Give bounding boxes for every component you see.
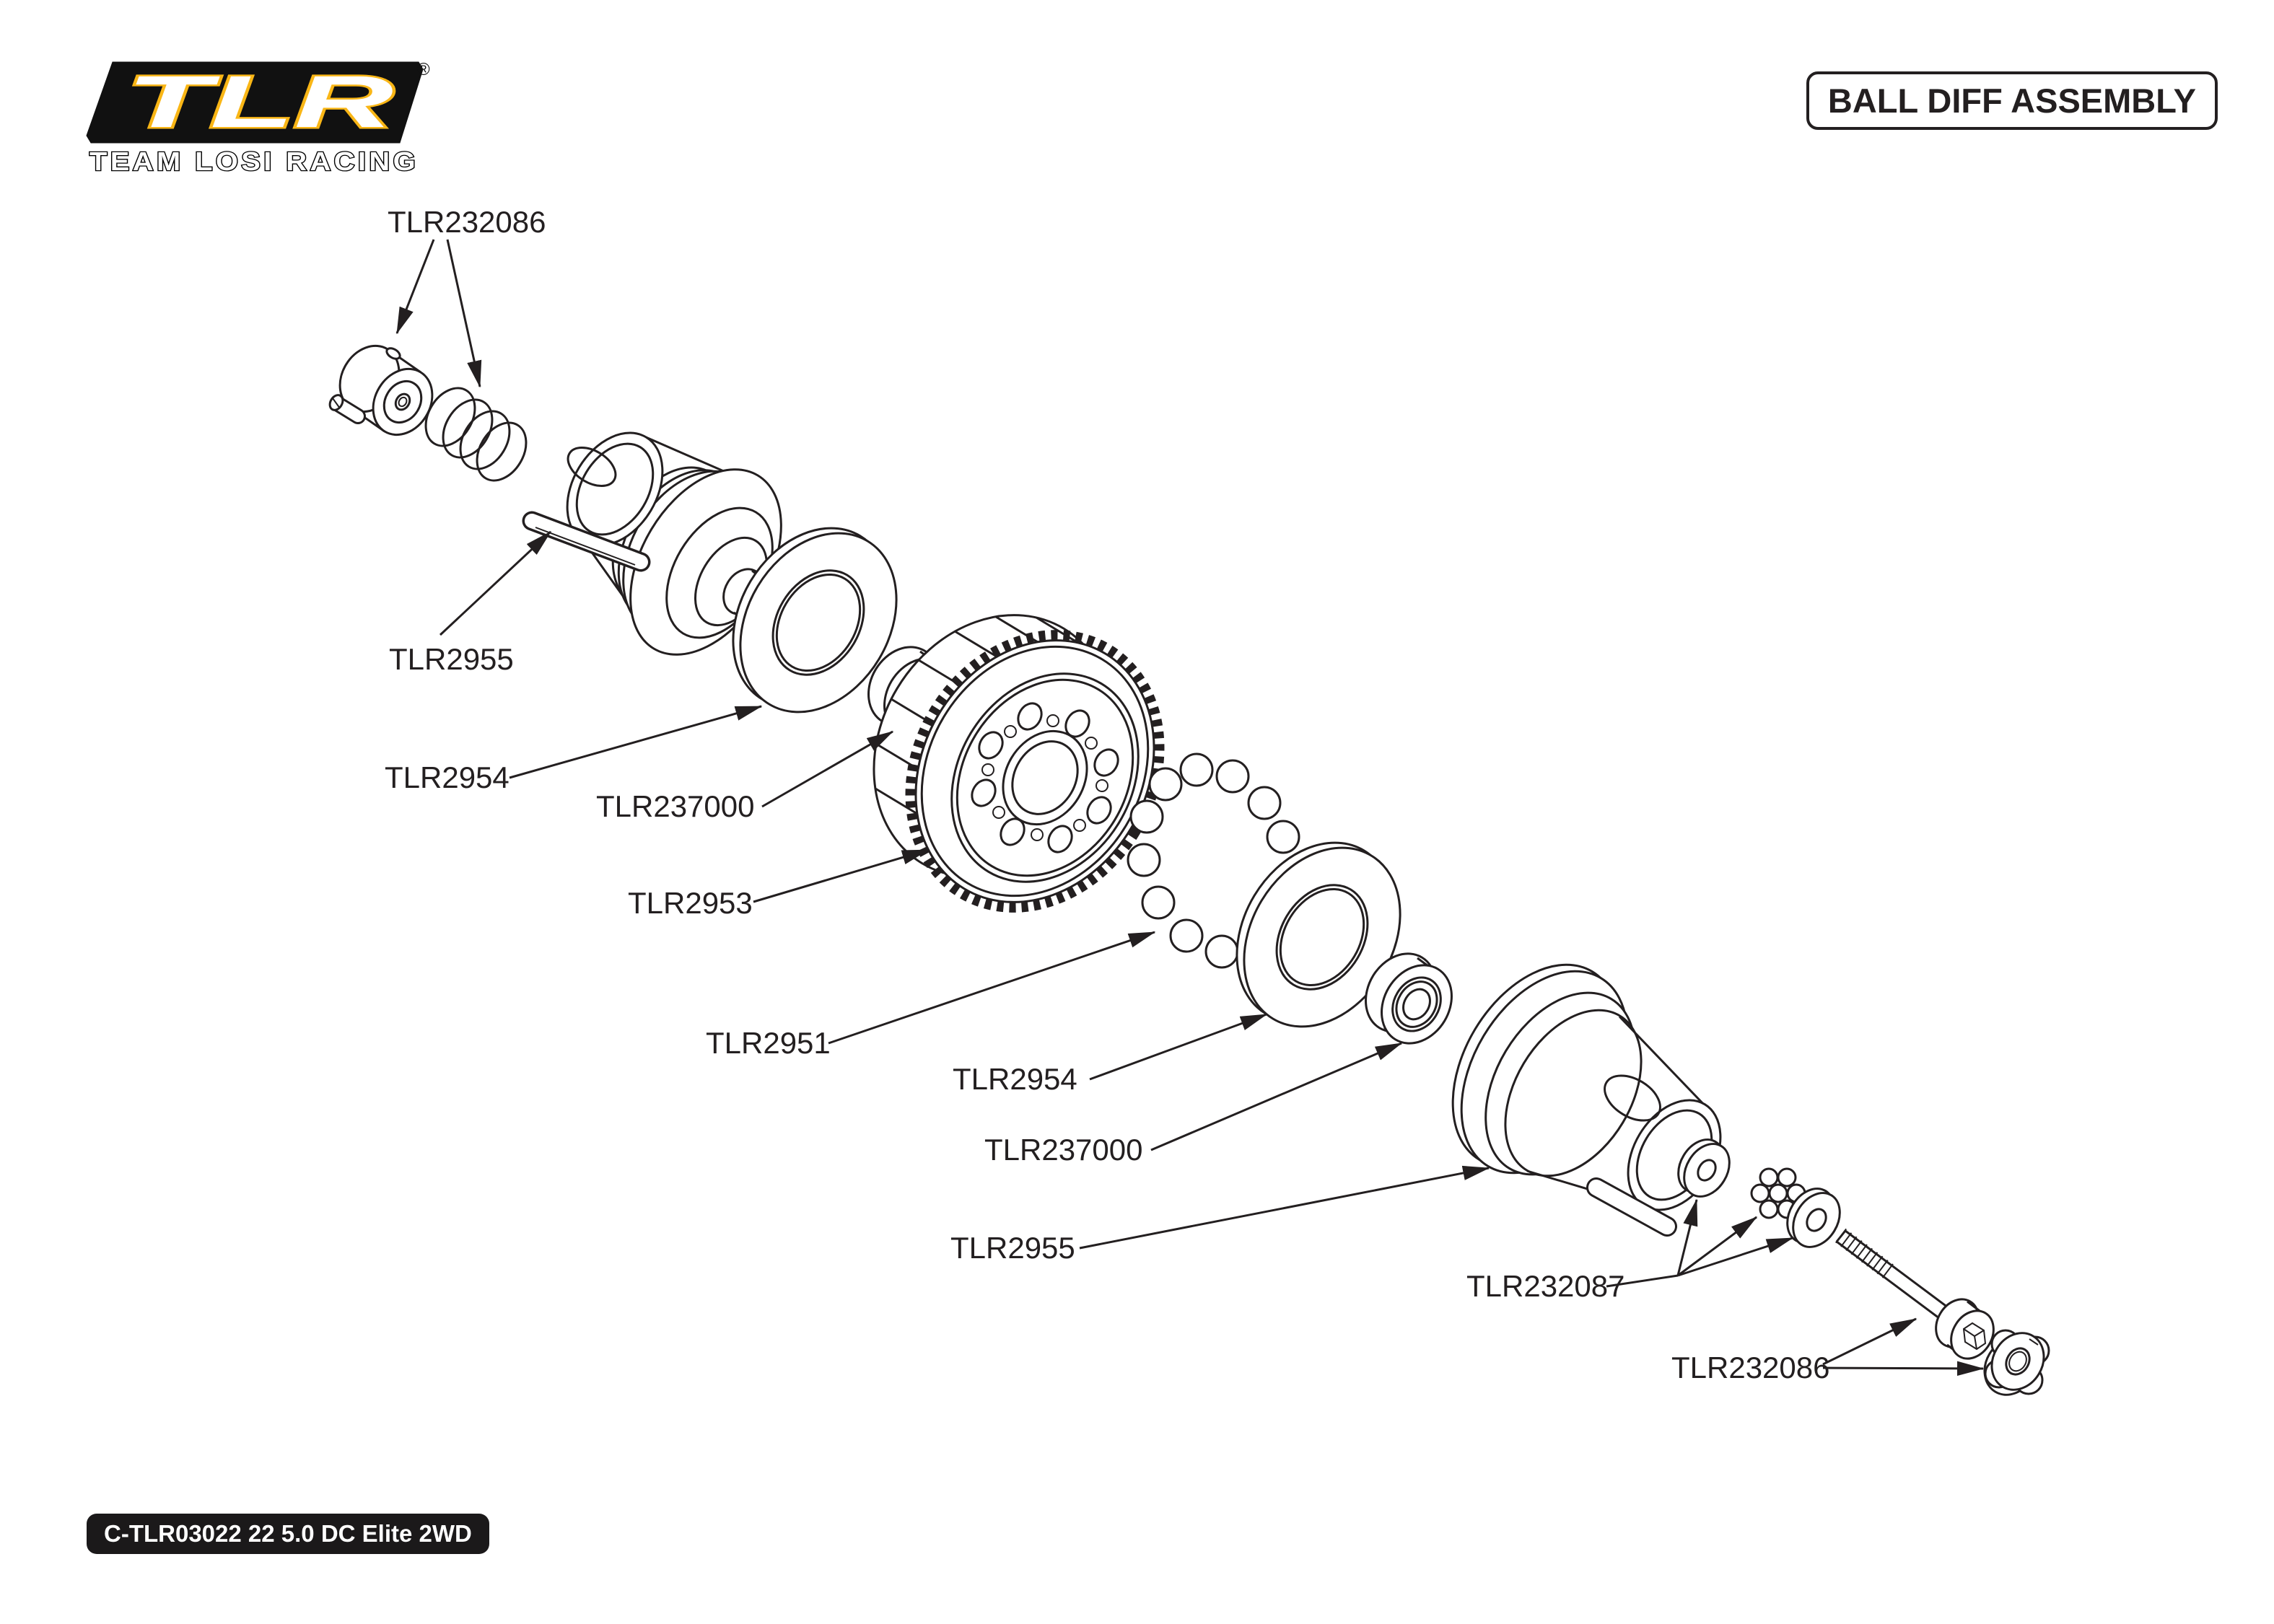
part-drive-ring-left xyxy=(732,527,898,714)
callout-tlr237000-right: TLR237000 xyxy=(984,1133,1143,1167)
callout-tlr237000-left: TLR237000 xyxy=(596,789,755,823)
page-title: BALL DIFF ASSEMBLY xyxy=(1806,71,2218,130)
callout-tlr2955-right: TLR2955 xyxy=(950,1231,1075,1265)
part-diff-spring xyxy=(424,387,528,482)
callout-labels: TLR232086 TLR2955 TLR2954 TLR237000 TLR2… xyxy=(385,205,1830,1384)
callout-tlr2955-left: TLR2955 xyxy=(389,642,514,676)
callout-tlr2953: TLR2953 xyxy=(628,886,753,920)
logo-brand-text: TLR xyxy=(126,61,393,143)
part-thrust-washer-2 xyxy=(1786,1188,1841,1248)
model-code-badge: C-TLR03022 22 5.0 DC Elite 2WD xyxy=(87,1514,489,1554)
page-title-text: BALL DIFF ASSEMBLY xyxy=(1827,82,2196,120)
part-diff-gear xyxy=(873,614,1165,913)
part-bearing-right xyxy=(1365,952,1453,1045)
part-outdrive-left xyxy=(522,431,782,656)
part-thrust-bolt xyxy=(1835,1228,1995,1360)
callout-tlr2954-right: TLR2954 xyxy=(953,1062,1077,1096)
callout-tlr232086-bottom: TLR232086 xyxy=(1671,1351,1830,1384)
callout-arrows xyxy=(395,239,1985,1377)
callout-tlr2951: TLR2951 xyxy=(706,1026,831,1060)
logo-slab xyxy=(86,61,424,144)
tlr-logo: TLR ® TEAM LOSI RACING xyxy=(84,59,430,180)
callout-tlr232086-top: TLR232086 xyxy=(388,205,546,239)
part-diff-nut-right xyxy=(1983,1329,2050,1396)
model-code-text: C-TLR03022 22 5.0 DC Elite 2WD xyxy=(104,1520,472,1547)
callout-tlr2954-left: TLR2954 xyxy=(385,760,510,794)
logo-registered-mark: ® xyxy=(417,61,430,79)
part-diff-adjust-nut xyxy=(328,344,434,436)
part-thrust-washer-1 xyxy=(1677,1138,1731,1198)
callout-tlr232087: TLR232087 xyxy=(1466,1269,1625,1303)
logo-tagline: TEAM LOSI RACING xyxy=(89,146,419,176)
